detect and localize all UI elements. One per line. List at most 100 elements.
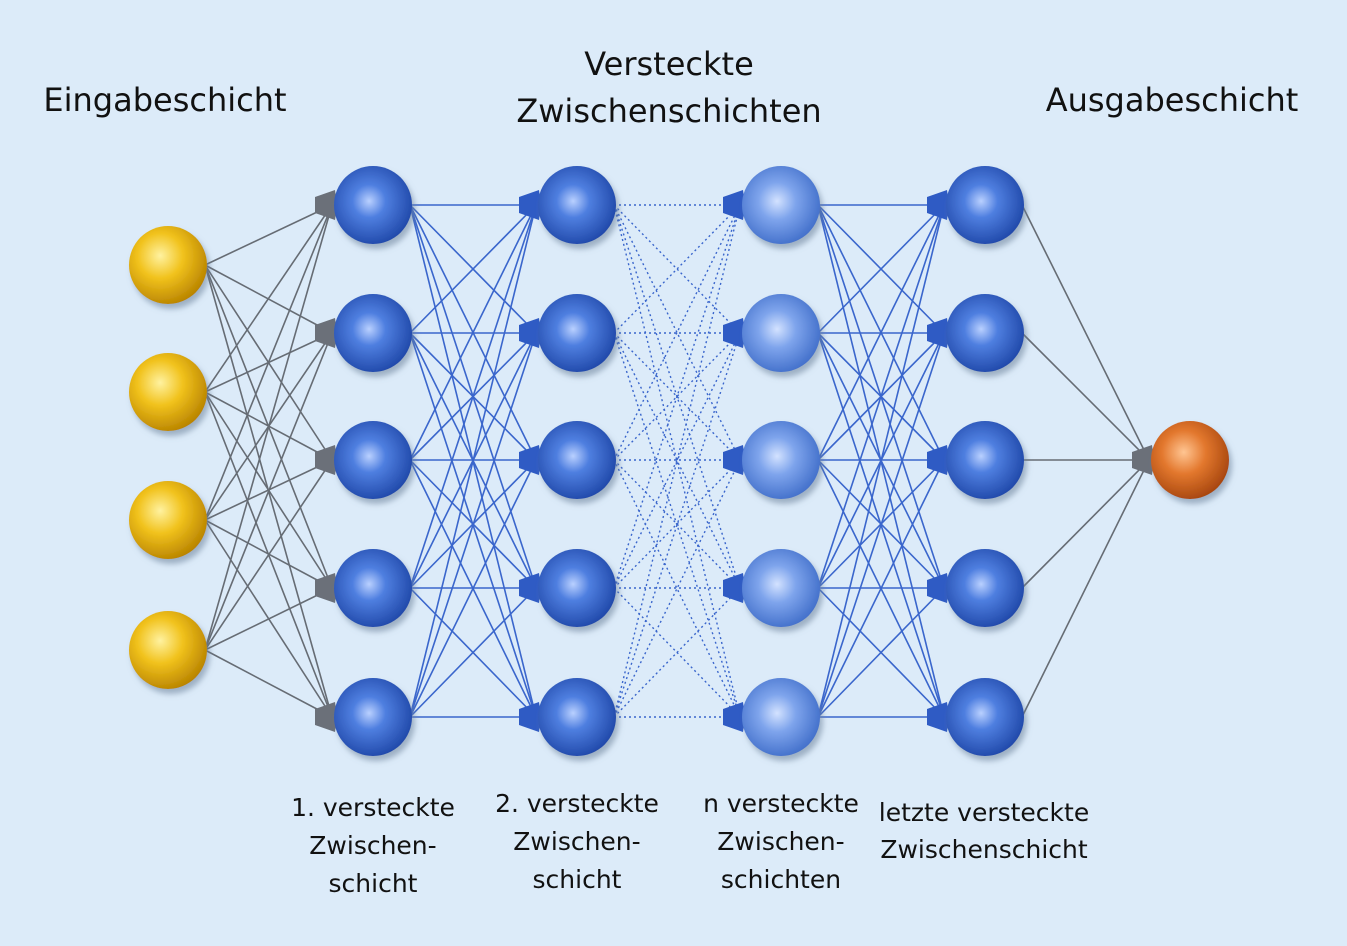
connection-line [204, 204, 333, 521]
arrowhead [927, 190, 949, 220]
connection-line [817, 204, 945, 334]
connection-line [204, 204, 333, 266]
connection-line [204, 649, 333, 718]
connections [204, 204, 1150, 718]
hidden-node [538, 166, 616, 244]
arrowhead [1132, 445, 1154, 475]
hidden-node [538, 294, 616, 372]
hidden-node [334, 166, 412, 244]
connection-line [613, 332, 741, 718]
connection-line [409, 204, 537, 589]
arrowhead [315, 445, 337, 475]
connection-line [1021, 459, 1150, 718]
hidden-node [946, 549, 1024, 627]
label-line: 2. versteckte [495, 789, 659, 818]
hidden-node [742, 166, 820, 244]
label-line: letzte versteckte [879, 798, 1089, 827]
connection-line [409, 587, 537, 718]
hidden-node [946, 678, 1024, 756]
arrowhead [315, 702, 337, 732]
arrowhead [315, 318, 337, 348]
connection-line [409, 332, 537, 718]
connection-line [204, 332, 333, 651]
connection-line [613, 332, 741, 718]
hidden-node [538, 421, 616, 499]
arrowhead [519, 445, 541, 475]
connection-line [204, 204, 333, 651]
connection-line [613, 459, 741, 718]
hidden-node [334, 421, 412, 499]
arrowhead [723, 702, 745, 732]
arrowhead [519, 702, 541, 732]
connection-line [817, 459, 945, 718]
hidden-node [538, 678, 616, 756]
hidden-node [742, 421, 820, 499]
label-second-hidden-layer: 2. versteckte Zwischen- schicht [495, 789, 659, 894]
hidden-node [334, 549, 412, 627]
connection-line [409, 204, 537, 334]
arrowhead [723, 445, 745, 475]
nodes [129, 166, 1229, 756]
input-node [129, 611, 207, 689]
connection-line [613, 459, 741, 718]
hidden-node [946, 294, 1024, 372]
connection-line [613, 587, 741, 718]
label-line: schicht [329, 869, 418, 898]
input-layer-heading: Eingabeschicht [43, 81, 286, 119]
connection-line [1021, 204, 1150, 461]
hidden-node [742, 678, 820, 756]
connection-line [1021, 459, 1150, 589]
arrowhead [723, 573, 745, 603]
label-line: Zwischenschicht [880, 835, 1088, 864]
hidden-node [946, 421, 1024, 499]
arrowhead [315, 190, 337, 220]
label-line: schicht [533, 865, 622, 894]
hidden-layers-heading-line2: Zwischenschichten [516, 92, 821, 130]
connection-line [613, 204, 741, 589]
connection-line [817, 204, 945, 589]
connection-line [817, 204, 945, 718]
arrowhead [723, 190, 745, 220]
hidden-node [742, 294, 820, 372]
label-first-hidden-layer: 1. versteckte Zwischen- schicht [291, 793, 455, 898]
connection-line [817, 587, 945, 718]
arrowhead [519, 318, 541, 348]
input-node [129, 226, 207, 304]
connection-line [204, 587, 333, 651]
output-layer-heading: Ausgabeschicht [1046, 81, 1299, 119]
arrowhead [927, 318, 949, 348]
arrowhead [927, 573, 949, 603]
label-line: n versteckte [703, 789, 859, 818]
arrowhead [519, 190, 541, 220]
connection-line [817, 332, 945, 718]
connection-line [204, 459, 333, 651]
label-last-hidden-layer: letzte versteckte Zwischenschicht [879, 798, 1089, 864]
label-line: schichten [721, 865, 841, 894]
arrowhead [927, 702, 949, 732]
connection-line [409, 204, 537, 718]
hidden-node [742, 549, 820, 627]
input-node [129, 353, 207, 431]
hidden-node [334, 294, 412, 372]
hidden-layers-heading-line1: Versteckte [584, 45, 754, 83]
label-line: Zwischen- [513, 827, 640, 856]
connection-line [409, 459, 537, 718]
arrowheads [315, 190, 1154, 732]
arrowhead [723, 318, 745, 348]
arrowhead [315, 573, 337, 603]
input-node [129, 481, 207, 559]
hidden-node [334, 678, 412, 756]
label-line: 1. versteckte [291, 793, 455, 822]
connection-line [1021, 332, 1150, 461]
connection-line [817, 204, 945, 461]
arrowhead [927, 445, 949, 475]
connection-line [204, 204, 333, 393]
label-nth-hidden-layer: n versteckte Zwischen- schichten [703, 789, 859, 894]
output-node [1151, 421, 1229, 499]
connection-line [409, 204, 537, 461]
label-line: Zwischen- [309, 831, 436, 860]
hidden-node [538, 549, 616, 627]
label-line: Zwischen- [717, 827, 844, 856]
hidden-node [946, 166, 1024, 244]
